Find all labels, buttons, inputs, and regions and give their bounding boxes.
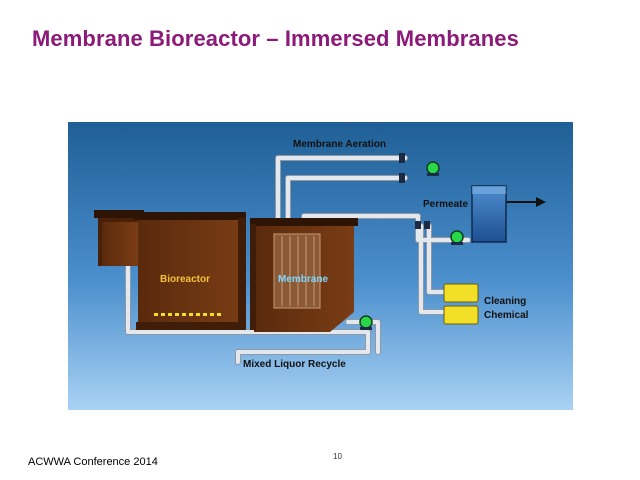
membrane-tank — [250, 218, 358, 332]
cleaning-chemical-tank — [443, 305, 479, 325]
label-membrane-aeration: Membrane Aeration — [293, 139, 386, 150]
pump-icon — [359, 315, 373, 330]
mbr-diagram-svg: Membrane Aeration Permeate Bioreactor Me… — [68, 122, 573, 410]
anoxic-tank — [94, 210, 144, 266]
page-number: 10 — [333, 452, 342, 461]
bioreactor-tank — [134, 212, 246, 330]
aeration-diffusers — [154, 313, 221, 316]
label-membrane: Membrane — [278, 274, 328, 285]
label-chemical: Chemical — [484, 310, 529, 321]
valve-icons — [399, 153, 430, 229]
cleaning-chemical-tank — [443, 283, 479, 303]
footer-text: ACWWA Conference 2014 — [28, 456, 158, 468]
label-bioreactor: Bioreactor — [160, 274, 210, 285]
slide-title: Membrane Bioreactor – Immersed Membranes — [32, 26, 519, 51]
label-mixed-liquor-recycle: Mixed Liquor Recycle — [243, 359, 346, 370]
pump-icon — [426, 161, 440, 176]
permeate-outlet-arrow — [536, 197, 546, 207]
permeate-tank — [471, 185, 507, 243]
mbr-diagram: Membrane Aeration Permeate Bioreactor Me… — [68, 122, 573, 410]
label-cleaning: Cleaning — [484, 296, 526, 307]
label-permeate: Permeate — [423, 199, 468, 210]
pump-icon — [450, 230, 464, 245]
